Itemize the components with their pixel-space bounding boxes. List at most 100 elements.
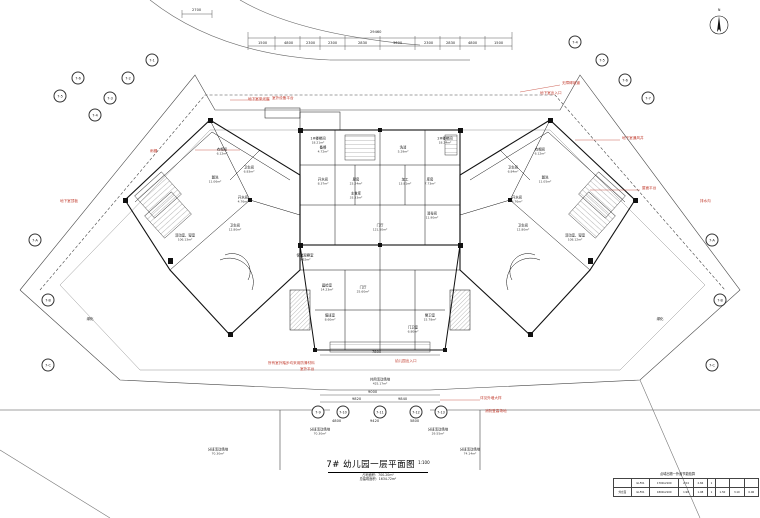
room-name: 门厅	[359, 285, 367, 290]
axis-bubble: 7-B	[713, 293, 727, 307]
room-name: 卫生间	[517, 223, 529, 228]
room-area: 12.80m²	[516, 227, 530, 232]
annotation-text: 无障碍坡道	[562, 81, 580, 85]
room-area: 11.06m²	[208, 179, 222, 184]
outdoor-name: 共用活动场地	[369, 377, 391, 382]
axis-bubble: 7-A	[705, 233, 719, 247]
axis-bubble: 7-7	[641, 91, 655, 105]
dim-segment: 2300	[424, 41, 434, 45]
table-cell: 1.98	[678, 487, 694, 497]
room-area: 11.05m²	[538, 179, 552, 184]
room-area: 4.72m²	[317, 149, 329, 154]
axis-bubble: 7-13	[434, 405, 448, 419]
room-name: 卫生间	[507, 165, 519, 170]
dim-segment: 1500	[258, 41, 268, 45]
table-cell: 2.84	[692, 478, 709, 488]
room-area: 4.76m²	[511, 199, 523, 204]
room-area: 8.37m²	[317, 181, 329, 186]
room-name: 衣帽间	[216, 147, 228, 152]
room-area: 6.84m²	[507, 169, 519, 174]
table-cell	[714, 478, 731, 488]
annotation-text: 详见外墙大样	[480, 396, 502, 400]
outdoor-name: 分班活动场地	[207, 447, 229, 452]
room-name: 主食库	[350, 191, 362, 196]
leader-lines	[195, 84, 640, 401]
room-name: 门厅	[376, 223, 384, 228]
outdoor-name: 绿化	[86, 317, 94, 322]
axis-bubble: 7-10	[336, 405, 350, 419]
room-area: 6.80m²	[407, 329, 419, 334]
outdoor-label: 绿化	[656, 317, 664, 322]
right-wing	[459, 119, 636, 336]
dim-bottom-text: 4800	[332, 419, 342, 423]
axis-bubble: 7-11	[373, 405, 387, 419]
dim-top-total: 29460	[370, 30, 382, 34]
table-cell: GLF01	[630, 478, 651, 488]
dimension-lines	[181, 10, 513, 403]
room-area: 121.50m²	[372, 227, 388, 232]
dim-segment: 2300	[328, 41, 338, 45]
axis-bubble: 7-2	[121, 71, 135, 85]
room-area: 5.29m²	[397, 149, 409, 154]
room-name: 值班室	[324, 313, 336, 318]
annotation-text: 雨棚	[150, 149, 158, 153]
room-area: 8.60m²	[324, 317, 336, 322]
table-cell: 1	[707, 487, 716, 497]
annotation-text: 幼儿园出入口	[395, 359, 417, 363]
room-name: 盥洗	[211, 175, 219, 180]
room-name: 衣帽间	[534, 147, 546, 152]
dim-segment: 3600	[393, 41, 403, 45]
room-name: 库房	[426, 177, 434, 182]
table-title: 点域出物一外窗节能验算	[660, 472, 696, 476]
room-name: 卫生间	[243, 165, 255, 170]
annotation-text: 室外平台	[300, 367, 315, 371]
axis-bubble: 7-C	[41, 358, 55, 372]
outdoor-name: 绿化	[656, 317, 664, 322]
table-cell: GLF01	[630, 487, 651, 497]
dim-center-text: 9820	[352, 397, 362, 401]
axis-bubble: 7-5	[53, 89, 67, 103]
table-cell: 1800x2100	[649, 487, 680, 497]
axis-bubble: 7-B	[41, 293, 55, 307]
outdoor-area: 74.14m²	[463, 451, 477, 456]
room-name: 门卫室	[407, 325, 419, 330]
table-cell: 1.98	[692, 487, 709, 497]
outdoor-label: 绿化	[86, 317, 94, 322]
table-cell	[613, 478, 632, 488]
room-area: 4.76m²	[237, 199, 249, 204]
dim-segment: 1500	[494, 41, 504, 45]
table-cell: 2.54	[678, 478, 694, 488]
dim-segment: 2300	[306, 41, 316, 45]
room-area: 108.12m²	[567, 237, 583, 242]
axis-bubble: 7-C	[705, 358, 719, 372]
axis-bubble: 7-4	[568, 35, 582, 49]
room-area: 14.23m²	[320, 287, 334, 292]
central-block	[264, 107, 471, 353]
room-name: 保健观察室	[296, 253, 314, 258]
room-area: 18.24m²	[438, 140, 452, 145]
room-area: 25.60m²	[356, 289, 370, 294]
dim-segment: 2830	[446, 41, 456, 45]
dim-top-small: 2700	[192, 8, 202, 12]
table-cell: 3.10	[729, 487, 745, 497]
annotation-text: 排水沟	[700, 199, 711, 203]
